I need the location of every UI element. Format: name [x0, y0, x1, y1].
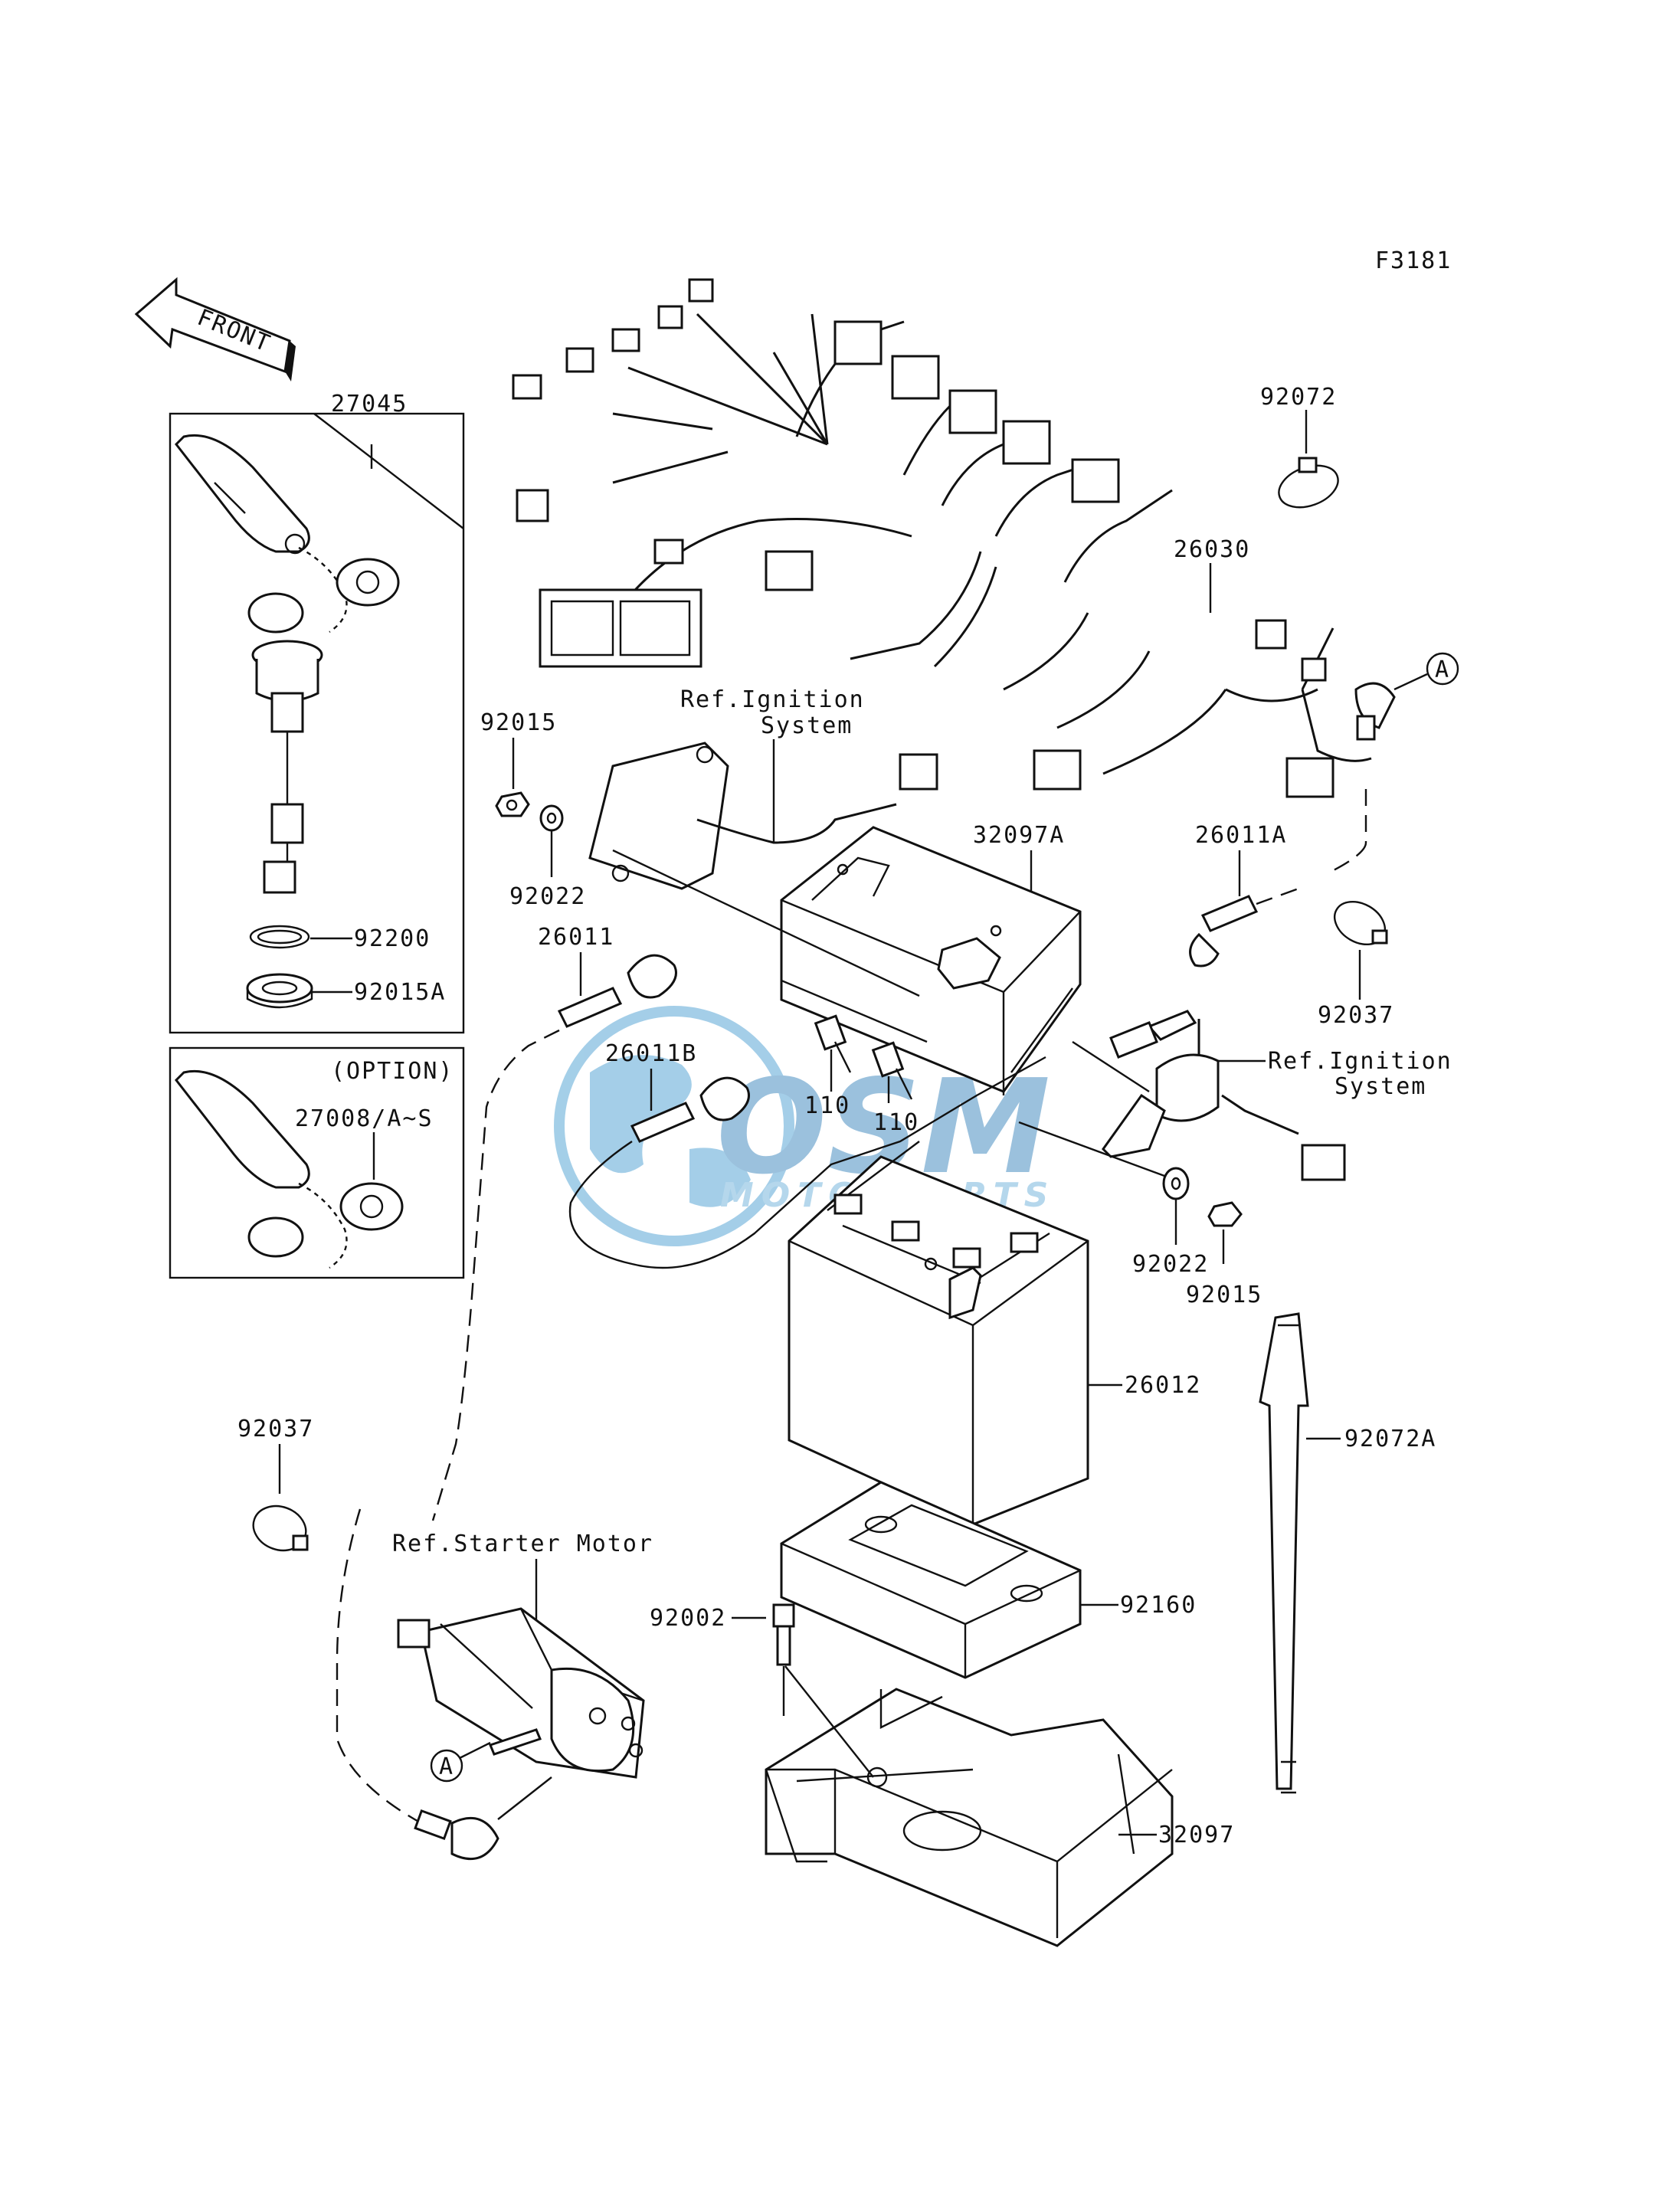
ref-ignition-top-line2: System	[761, 712, 853, 739]
wire-harness-icon	[512, 278, 1372, 798]
part-label-92072A: 92072A	[1344, 1426, 1436, 1452]
option-box	[169, 1046, 465, 1279]
front-arrow: FRONT	[134, 277, 296, 381]
part-label-92037-right: 92037	[1318, 1002, 1394, 1029]
bolt-110-b-icon	[871, 1041, 913, 1100]
option-key-icon	[175, 1069, 404, 1269]
battery-case-icon	[765, 1688, 1174, 1947]
part-label-26011: 26011	[538, 924, 614, 951]
battery-cover-icon	[780, 826, 1082, 1095]
clamp-92037-left-icon	[252, 1505, 309, 1552]
part-label-92037-left: 92037	[237, 1416, 314, 1442]
nut-92015A-icon	[246, 973, 352, 1009]
part-label-32097: 32097	[1158, 1822, 1235, 1848]
cable-26011A-icon	[1189, 887, 1299, 968]
ignition-switch-box	[169, 412, 465, 1034]
part-label-32097A: 32097A	[973, 822, 1065, 849]
part-label-92002: 92002	[650, 1605, 726, 1632]
part-label-92160: 92160	[1120, 1592, 1197, 1619]
part-label-26011A: 26011A	[1195, 822, 1287, 849]
cable-26011-icon	[431, 954, 677, 1521]
strap-92072A-icon	[1259, 1312, 1309, 1794]
ignition-switch-icon	[251, 640, 323, 894]
part-label-92022-bot: 92022	[1132, 1251, 1209, 1278]
ref-starter-label: Ref.Starter Motor	[392, 1531, 653, 1557]
part-label-92200: 92200	[354, 925, 431, 952]
part-label-110-a: 110	[804, 1092, 850, 1119]
part-label-27045: 27045	[331, 391, 408, 417]
option-label: (OPTION)	[331, 1058, 454, 1085]
part-label-26030: 26030	[1174, 536, 1250, 563]
part-label-27008: 27008/A~S	[295, 1105, 434, 1132]
washer-92200-icon	[249, 925, 352, 949]
watermark-globe-land	[590, 1055, 751, 1207]
ref-ignition-top-line1: Ref.Ignition	[680, 686, 865, 713]
cable-end-icon	[336, 1508, 552, 1861]
battery-tray-icon	[780, 1481, 1082, 1679]
part-label-92072: 92072	[1260, 384, 1337, 411]
battery-icon	[788, 1141, 1089, 1526]
nut-92015-top-icon	[495, 791, 530, 817]
washer-92022-bot-icon	[1162, 1167, 1190, 1245]
washer-92022-top-icon	[539, 804, 564, 877]
figure-code: F3181	[1375, 247, 1452, 274]
ignition-coil-icon	[588, 742, 938, 890]
callout-a-top: A	[1327, 652, 1459, 875]
part-label-26011B: 26011B	[605, 1040, 697, 1067]
bolt-92002-icon	[772, 1603, 795, 1666]
ignition-key-icon	[175, 434, 400, 634]
starter-motor-icon	[397, 1607, 645, 1779]
part-label-92015A: 92015A	[354, 979, 446, 1006]
part-label-92015-top: 92015	[480, 709, 557, 736]
part-label-92022-top: 92022	[509, 883, 586, 910]
part-label-92015-bot: 92015	[1186, 1282, 1262, 1308]
clamp-92037-right-icon	[1334, 900, 1388, 946]
cable-26011B-icon	[568, 1056, 1046, 1269]
callout-a-top-text: A	[1435, 656, 1450, 683]
starter-relay-icon	[1102, 1010, 1346, 1181]
nut-92015-bot-icon	[1207, 1201, 1243, 1264]
part-label-110-b: 110	[873, 1109, 919, 1136]
callout-a-bottom-text: A	[439, 1753, 454, 1780]
clamp-92072-icon	[1278, 457, 1339, 509]
bolt-110-a-icon	[814, 1014, 852, 1073]
watermark-globe	[554, 1006, 794, 1246]
ref-ignition-right-line1: Ref.Ignition	[1268, 1048, 1452, 1075]
callout-a-bottom: A	[430, 1728, 542, 1783]
ref-ignition-right-line2: System	[1335, 1073, 1426, 1100]
part-label-26012: 26012	[1125, 1372, 1201, 1399]
